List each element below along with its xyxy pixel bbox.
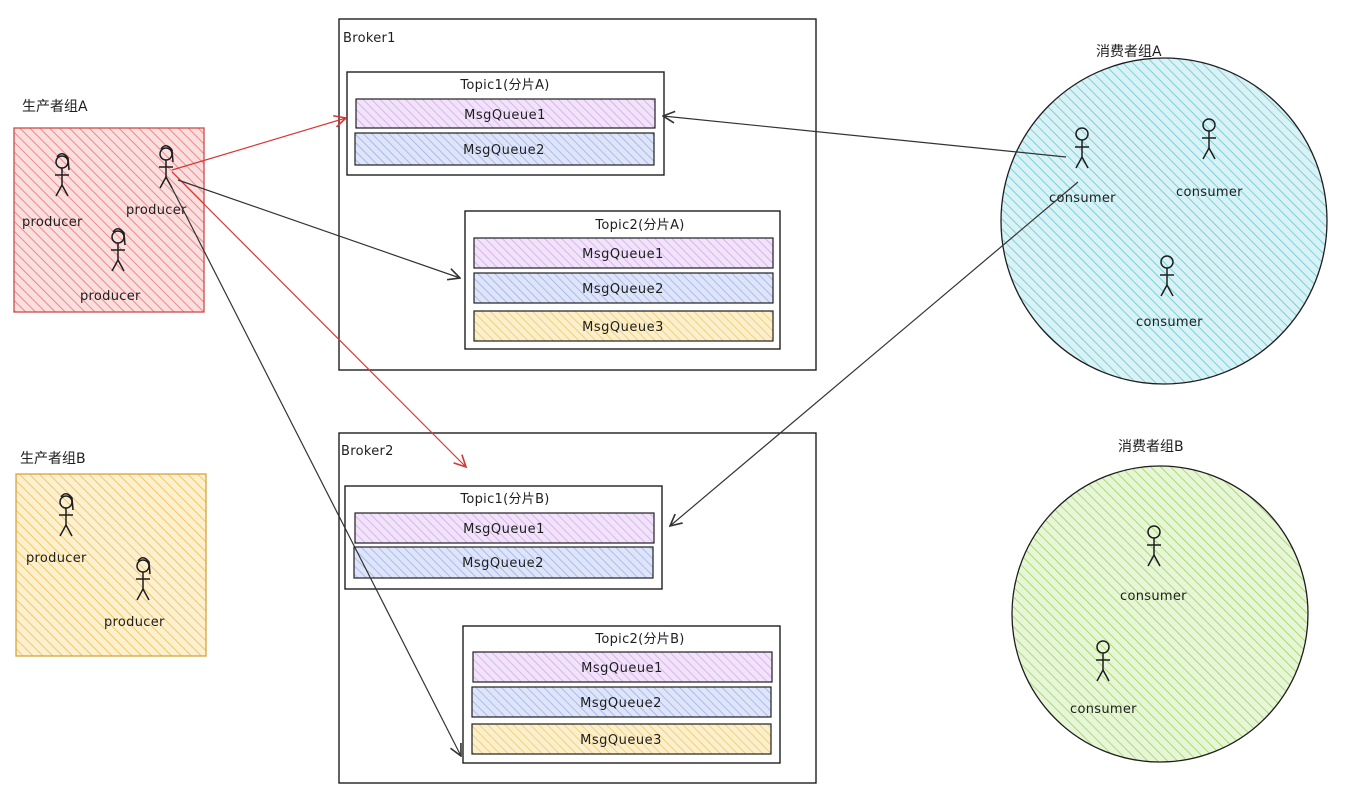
msg-queue-3 (471, 723, 772, 755)
broker-2-label: Broker2 (341, 444, 394, 459)
arrow-producer-to-broker2-topic2 (169, 183, 461, 756)
consumer-b1-label: consumer (1120, 589, 1187, 604)
producer-a2-label: producer (126, 203, 187, 218)
broker-1: Broker1 Topic1(分片A) MsgQueue1 MsgQueue2 … (338, 18, 817, 371)
consumer-a2: consumer (1176, 118, 1243, 200)
msg-queue-label: MsgQueue2 (463, 143, 545, 158)
consumer-group-a-label: 消费者组A (1096, 44, 1162, 60)
msg-queue-label: MsgQueue1 (463, 522, 545, 537)
msg-queue-1 (473, 237, 774, 269)
topic-label: Topic2(分片B) (594, 632, 684, 647)
topic-label: Topic2(分片A) (594, 218, 684, 233)
msg-queue-2 (353, 546, 654, 579)
arrow-consumer-to-broker1-topic1 (663, 116, 1067, 158)
consumer-b2-label: consumer (1070, 702, 1137, 717)
msg-queue-label: MsgQueue2 (462, 556, 544, 571)
arrow-producer-to-broker1-topic2 (177, 179, 460, 278)
broker-2: Broker2 Topic1(分片B) MsgQueue1 MsgQueue2 … (338, 432, 817, 784)
msg-queue-label: MsgQueue1 (582, 247, 664, 262)
consumer-a1-label: consumer (1049, 191, 1116, 206)
msg-queue-label: MsgQueue3 (582, 320, 664, 335)
producer-b2: producer (104, 558, 165, 630)
consumer-a2-label: consumer (1176, 185, 1243, 200)
producer-a3-label: producer (80, 289, 141, 304)
msg-queue-label: MsgQueue2 (582, 282, 664, 297)
arrow-consumer-to-broker2-topic1 (670, 181, 1079, 526)
msg-queue-2 (473, 272, 774, 304)
producer-b1: producer (26, 494, 87, 566)
consumer-a3: consumer (1136, 255, 1203, 330)
msg-queue-2 (471, 686, 772, 718)
producer-group-b-box (15, 473, 207, 657)
producer-a1: producer (22, 154, 83, 230)
broker-2-topic-2: Topic2(分片B) MsgQueue1 MsgQueue2 MsgQueue… (462, 625, 781, 764)
producer-group-b: 生产者组B producer producer (15, 451, 207, 657)
producer-group-b-label: 生产者组B (20, 451, 86, 467)
consumer-group-b-label: 消费者组B (1118, 439, 1184, 455)
connectors (169, 116, 1079, 756)
broker-1-topic-2: Topic2(分片A) MsgQueue1 MsgQueue2 MsgQueue… (464, 210, 781, 350)
broker-2-topic-1: Topic1(分片B) MsgQueue1 MsgQueue2 (344, 485, 663, 590)
topic-label: Topic1(分片A) (459, 78, 549, 93)
msg-queue-1 (354, 512, 655, 544)
broker-1-label: Broker1 (343, 31, 396, 46)
consumer-a1: consumer (1049, 127, 1116, 206)
producer-group-a-label: 生产者组A (22, 99, 88, 115)
consumer-a3-label: consumer (1136, 315, 1203, 330)
arrow-producer-to-broker1-topic1 (171, 118, 346, 171)
msg-queue-label: MsgQueue2 (580, 696, 662, 711)
msg-queue-label: MsgQueue1 (581, 661, 663, 676)
producer-a2: producer (126, 146, 187, 218)
consumer-group-b-circle (1011, 465, 1309, 763)
msg-queue-label: MsgQueue1 (464, 108, 546, 123)
consumer-group-a-circle (1000, 57, 1328, 385)
consumer-group-a: 消费者组A consumer consumer consumer (1000, 44, 1328, 385)
msg-queue-label: MsgQueue3 (580, 733, 662, 748)
topic-label: Topic1(分片B) (459, 492, 549, 507)
broker-1-topic-1: Topic1(分片A) MsgQueue1 MsgQueue2 (346, 71, 665, 176)
consumer-group-b: 消费者组B consumer consumer (1011, 439, 1309, 763)
msg-queue-1 (472, 651, 773, 683)
producer-a1-label: producer (22, 215, 83, 230)
producer-group-a: 生产者组A producer producer producer (13, 99, 205, 313)
consumer-b1: consumer (1120, 525, 1187, 604)
producer-a3: producer (80, 229, 141, 304)
msg-queue-1 (355, 98, 656, 129)
msg-queue-2 (354, 132, 655, 166)
producer-b1-label: producer (26, 551, 87, 566)
msg-queue-3 (473, 310, 774, 342)
producer-b2-label: producer (104, 615, 165, 630)
consumer-b2: consumer (1070, 640, 1137, 717)
arrow-producer-to-broker2-topic1 (171, 171, 466, 467)
